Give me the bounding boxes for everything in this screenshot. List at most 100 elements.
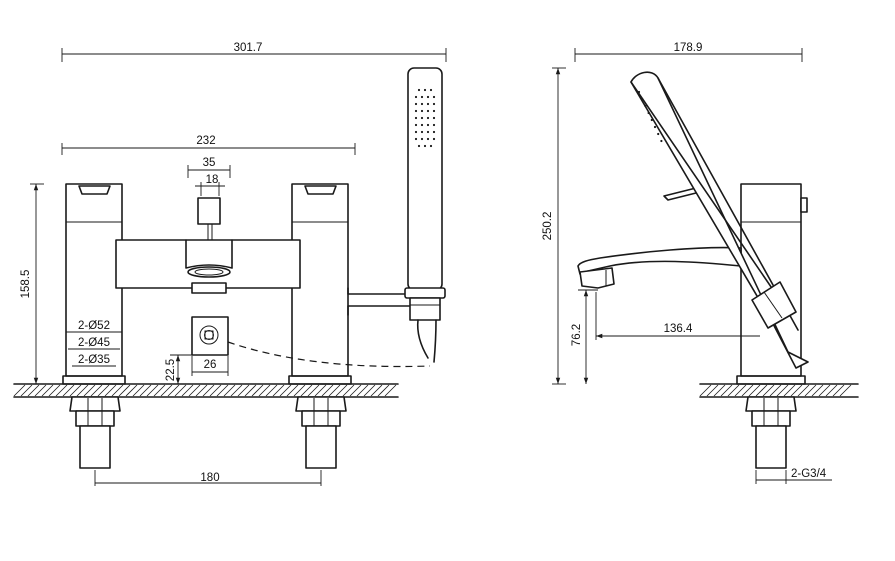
hatch-line xyxy=(832,384,845,397)
spray-hole xyxy=(420,130,424,134)
hatch-line xyxy=(90,384,103,397)
hatch-line xyxy=(727,384,740,397)
side-body xyxy=(663,183,808,385)
hatch-line xyxy=(139,384,152,397)
spray-hole xyxy=(414,109,418,113)
hatch-line xyxy=(27,384,40,397)
hatch-line xyxy=(790,384,803,397)
dim-handle-width: 35 xyxy=(203,157,216,169)
front-view: 301.7 232 35 18 158.5 2-Ø52 xyxy=(13,42,447,486)
hatch-line xyxy=(713,384,726,397)
hatch-line xyxy=(125,384,138,397)
hatch-line xyxy=(797,384,810,397)
spray-hole xyxy=(414,102,418,106)
hatch-line xyxy=(300,384,313,397)
hatch-line xyxy=(48,384,61,397)
hatch-line xyxy=(776,384,789,397)
dim-spout-height: 76.2 xyxy=(571,324,583,346)
spray-hole xyxy=(429,88,433,92)
hatch-line xyxy=(769,384,782,397)
spray-hole xyxy=(420,102,424,106)
dim-overall-width: 301.7 xyxy=(234,42,263,54)
hatch-line xyxy=(377,384,390,397)
hatch-line xyxy=(202,384,215,397)
hatch-line xyxy=(118,384,131,397)
spray-hole xyxy=(417,88,421,92)
spray-hole xyxy=(641,97,644,101)
dim-depth: 178.9 xyxy=(674,42,703,54)
hatch-line xyxy=(272,384,285,397)
spray-hole xyxy=(657,132,660,136)
hatch-line xyxy=(370,384,383,397)
spray-hole xyxy=(423,144,427,148)
hatch-line xyxy=(335,384,348,397)
side-spray-holes xyxy=(637,90,663,143)
front-tails xyxy=(69,396,347,469)
hatch-line xyxy=(699,384,712,397)
dim-pillar-52: 2-Ø52 xyxy=(78,320,110,332)
hatch-line xyxy=(818,384,831,397)
dim-side-height: 250.2 xyxy=(542,212,554,241)
hatch-line xyxy=(349,384,362,397)
spray-hole xyxy=(650,118,653,122)
hatch-line xyxy=(734,384,747,397)
hatch-line xyxy=(328,384,341,397)
hatch-line xyxy=(363,384,376,397)
hatch-line xyxy=(209,384,222,397)
spray-hole xyxy=(420,116,424,120)
dim-pillar-35: 2-Ø35 xyxy=(78,354,110,366)
side-deck xyxy=(699,383,859,398)
spray-hole xyxy=(426,95,430,99)
hatch-line xyxy=(62,384,75,397)
hatch-line xyxy=(188,384,201,397)
spray-hole xyxy=(426,102,430,106)
dim-body-width: 232 xyxy=(196,135,215,147)
dim-handle-stem: 18 xyxy=(206,174,219,186)
hatch-line xyxy=(69,384,82,397)
side-tail xyxy=(745,396,797,469)
hatch-line xyxy=(279,384,292,397)
spray-hole xyxy=(414,137,418,141)
dim-height: 158.5 xyxy=(20,270,32,299)
spray-hole xyxy=(420,123,424,127)
dim-thread: 2-G3/4 xyxy=(791,468,827,480)
hatch-line xyxy=(174,384,187,397)
hatch-line xyxy=(839,384,852,397)
hatch-line xyxy=(286,384,299,397)
spray-hole xyxy=(432,102,436,106)
hatch-line xyxy=(755,384,768,397)
handset-spray-holes xyxy=(414,88,436,148)
spray-hole xyxy=(423,88,427,92)
hatch-line xyxy=(825,384,838,397)
spray-hole xyxy=(426,130,430,134)
hatch-line xyxy=(748,384,761,397)
spray-hole xyxy=(420,109,424,113)
spray-hole xyxy=(647,111,650,115)
dim-outlet-height: 22.5 xyxy=(165,359,177,381)
side-spout xyxy=(577,246,742,289)
spray-hole xyxy=(426,123,430,127)
central-body xyxy=(115,197,301,289)
hatch-line xyxy=(314,384,327,397)
front-dimensions: 301.7 232 35 18 158.5 2-Ø52 xyxy=(20,42,447,486)
side-handset xyxy=(630,71,809,369)
hatch-line xyxy=(132,384,145,397)
spray-hole xyxy=(417,144,421,148)
spray-hole xyxy=(637,90,641,94)
hatch-line xyxy=(741,384,754,397)
hatch-line xyxy=(76,384,89,397)
hatch-line xyxy=(342,384,355,397)
spray-hole xyxy=(644,104,647,108)
spray-hole xyxy=(660,139,663,143)
spray-hole xyxy=(414,123,418,127)
hatch-line xyxy=(111,384,124,397)
dim-centers: 180 xyxy=(200,472,219,484)
spray-hole xyxy=(429,144,433,148)
hatch-line xyxy=(13,384,26,397)
side-view: 178.9 250.2 136.4 76.2 2-G3/4 xyxy=(542,42,859,484)
dim-outlet-width: 26 xyxy=(204,359,217,371)
hatch-line xyxy=(237,384,250,397)
hatch-line xyxy=(83,384,96,397)
side-deck-hatch xyxy=(699,384,852,397)
hatch-line xyxy=(146,384,159,397)
